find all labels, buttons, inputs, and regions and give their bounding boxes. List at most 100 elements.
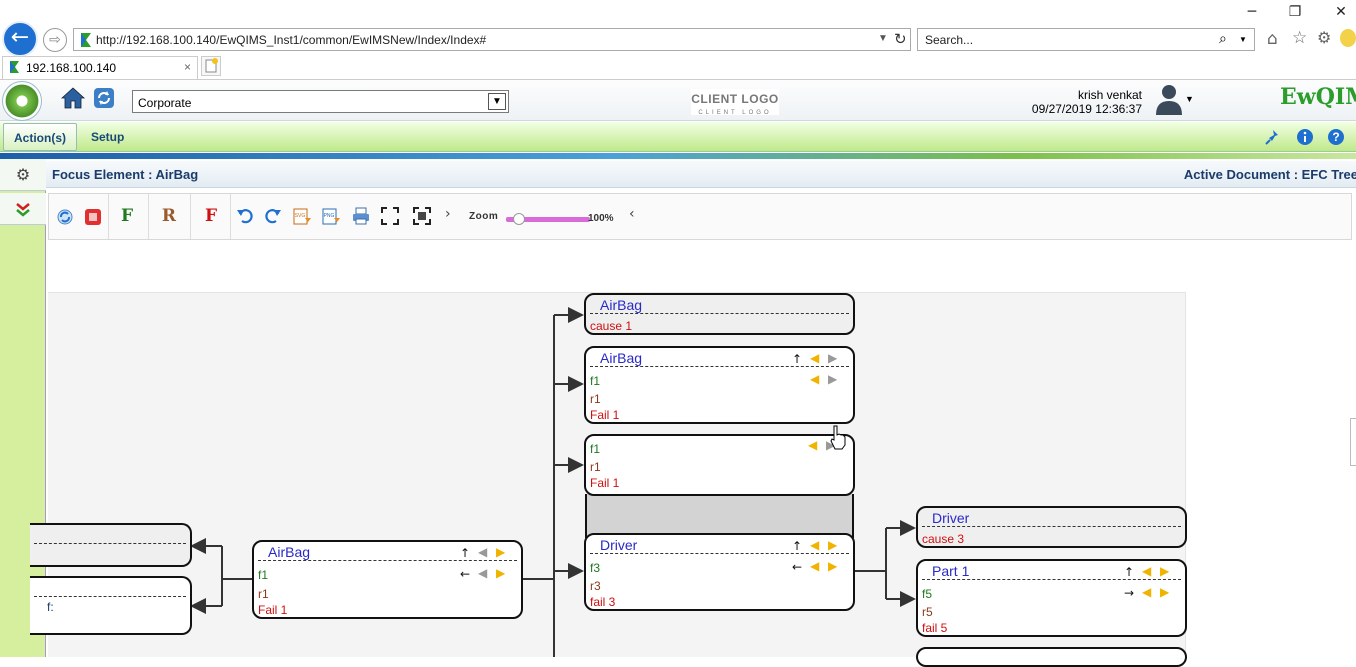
info-icon[interactable] bbox=[1296, 128, 1314, 146]
move-left-icon[interactable]: ◀ bbox=[810, 538, 820, 552]
refresh-icon[interactable] bbox=[93, 87, 115, 109]
node-airbag-focus[interactable]: AirBag ↑ ◀ ▶ ← ◀ ▶ f1 r1 Fail 1 bbox=[252, 540, 523, 619]
chevron-right-icon[interactable]: › bbox=[445, 206, 451, 222]
node-function: f: bbox=[47, 600, 54, 614]
new-tab-button[interactable] bbox=[201, 56, 221, 76]
home-icon[interactable] bbox=[60, 86, 86, 110]
move-left-icon[interactable]: ◀ bbox=[808, 438, 818, 452]
zoom-slider-handle[interactable] bbox=[512, 213, 525, 225]
user-avatar-icon[interactable] bbox=[1154, 82, 1184, 116]
chevron-left-icon[interactable]: ‹ bbox=[629, 206, 635, 222]
print-icon[interactable] bbox=[351, 206, 371, 226]
node-divider bbox=[590, 313, 849, 314]
search-icon[interactable]: ⌕ bbox=[1219, 31, 1227, 47]
menu-actions[interactable]: Action(s) bbox=[3, 123, 77, 151]
move-right-icon[interactable]: ▶ bbox=[826, 438, 836, 452]
home-browser-icon[interactable]: ⌂ bbox=[1267, 29, 1278, 49]
help-icon[interactable]: ? bbox=[1327, 128, 1345, 146]
node-function: f3 bbox=[590, 561, 601, 575]
move-left-icon[interactable]: ◀ bbox=[1142, 564, 1152, 578]
redo-icon[interactable] bbox=[264, 206, 282, 224]
node-part1[interactable]: Part 1 ↑ ◀ ▶ → ◀ ▶ f5 r5 fail 5 bbox=[916, 559, 1187, 637]
move-right-icon[interactable]: ▶ bbox=[1160, 585, 1170, 599]
node-function: f1 bbox=[258, 568, 269, 582]
fit-screen-icon[interactable] bbox=[381, 207, 399, 225]
failure-filter-button[interactable]: F bbox=[204, 206, 218, 226]
node-driver[interactable]: Driver ↑ ◀ ▶ ← ◀ ▶ f3 r3 fail 3 bbox=[584, 533, 855, 611]
requirement-filter-button[interactable]: R bbox=[161, 206, 177, 226]
sidebar-expand-button[interactable] bbox=[0, 193, 46, 225]
zoom-slider[interactable] bbox=[506, 217, 590, 222]
user-menu-chevron-icon[interactable]: ▼ bbox=[1185, 94, 1194, 104]
node-bottom-partial[interactable] bbox=[916, 647, 1187, 667]
function-filter-button[interactable]: F bbox=[120, 206, 134, 226]
move-left-icon[interactable]: ◀ bbox=[810, 351, 820, 365]
arrow-up-icon[interactable]: ↑ bbox=[460, 546, 471, 560]
reload-diagram-icon[interactable] bbox=[56, 208, 74, 226]
arrow-up-icon[interactable]: ↑ bbox=[792, 352, 803, 366]
arrow-left-icon[interactable]: ← bbox=[792, 560, 803, 574]
node-failure: Fail 1 bbox=[590, 408, 620, 422]
fullscreen-icon[interactable] bbox=[413, 207, 431, 225]
settings-gear-icon[interactable]: ⚙ bbox=[1317, 28, 1332, 47]
menu-setup[interactable]: Setup bbox=[91, 130, 125, 144]
address-bar[interactable]: http://192.168.100.140/EwQIMS_Inst1/comm… bbox=[73, 28, 911, 51]
favorites-star-icon[interactable]: ☆ bbox=[1292, 28, 1308, 48]
undo-icon[interactable] bbox=[236, 206, 254, 224]
pin-icon[interactable] bbox=[1264, 128, 1282, 146]
back-button[interactable]: ← bbox=[2, 21, 38, 57]
node-title: Driver bbox=[932, 510, 970, 526]
node-airbag-cause[interactable]: AirBag cause 1 bbox=[584, 293, 855, 335]
smiley-icon[interactable] bbox=[1340, 29, 1356, 47]
scroll-handle[interactable] bbox=[1350, 418, 1356, 466]
organization-select[interactable]: Corporate ▼ bbox=[132, 90, 509, 113]
close-window-icon[interactable]: ✕ bbox=[1335, 4, 1347, 20]
move-right-icon[interactable]: ▶ bbox=[828, 372, 838, 386]
node-requirement: r3 bbox=[590, 579, 601, 593]
node-airbag[interactable]: AirBag ↑ ◀ ▶ ◀ ▶ f1 r1 Fail 1 bbox=[584, 346, 855, 424]
arrow-up-icon[interactable]: ↑ bbox=[1124, 565, 1135, 579]
move-left-icon[interactable]: ◀ bbox=[478, 545, 488, 559]
browser-tab[interactable]: 192.168.100.140 × bbox=[2, 56, 198, 79]
refresh-page-icon[interactable]: ↻ bbox=[894, 30, 907, 48]
node-left-upper[interactable] bbox=[30, 523, 192, 567]
chevron-down-icon[interactable]: ▼ bbox=[488, 93, 506, 110]
node-left-lower[interactable]: f: bbox=[30, 576, 192, 635]
forward-button[interactable]: ⇨ bbox=[43, 28, 67, 52]
sidebar-settings-button[interactable]: ⚙ bbox=[0, 159, 46, 191]
move-right-icon[interactable]: ▶ bbox=[828, 559, 838, 573]
move-right-icon[interactable]: ▶ bbox=[828, 351, 838, 365]
restore-icon[interactable]: ❐ bbox=[1288, 4, 1302, 20]
move-left-icon[interactable]: ◀ bbox=[1142, 585, 1152, 599]
search-dropdown-icon[interactable]: ▼ bbox=[1239, 35, 1247, 44]
app-logo-icon[interactable] bbox=[2, 81, 42, 121]
address-dropdown-icon[interactable]: ▼ bbox=[878, 33, 888, 44]
arrow-left-icon[interactable]: ← bbox=[460, 567, 471, 581]
move-left-icon[interactable]: ◀ bbox=[810, 559, 820, 573]
move-left-icon[interactable]: ◀ bbox=[478, 566, 488, 580]
export-png-icon[interactable]: PNG bbox=[322, 206, 342, 226]
export-svg-icon[interactable]: SVG bbox=[293, 206, 313, 226]
client-logo-text: CLIENT LOGO bbox=[691, 92, 779, 106]
move-left-icon[interactable]: ◀ bbox=[810, 372, 820, 386]
left-sidebar: ⚙ bbox=[0, 159, 46, 657]
move-right-icon[interactable]: ▶ bbox=[496, 545, 506, 559]
arrow-up-icon[interactable]: ↑ bbox=[792, 539, 803, 553]
zoom-label: Zoom bbox=[469, 211, 499, 222]
minimize-icon[interactable]: ─ bbox=[1247, 4, 1257, 20]
node-divider bbox=[34, 543, 186, 544]
tab-close-icon[interactable]: × bbox=[184, 60, 192, 74]
stop-icon[interactable] bbox=[84, 208, 102, 226]
browser-search-input[interactable]: Search... ⌕ ▼ bbox=[917, 28, 1255, 51]
node-title: Driver bbox=[600, 537, 638, 553]
node-title: AirBag bbox=[600, 297, 643, 313]
node-divider bbox=[922, 526, 1181, 527]
node-cause: cause 3 bbox=[922, 532, 965, 546]
node-driver-cause[interactable]: Driver cause 3 bbox=[916, 506, 1187, 548]
node-function-block[interactable]: ◀ ▶ f1 r1 Fail 1 bbox=[584, 434, 855, 496]
move-right-icon[interactable]: ▶ bbox=[496, 566, 506, 580]
move-right-icon[interactable]: ▶ bbox=[828, 538, 838, 552]
arrow-right-icon[interactable]: → bbox=[1124, 586, 1135, 600]
move-right-icon[interactable]: ▶ bbox=[1160, 564, 1170, 578]
